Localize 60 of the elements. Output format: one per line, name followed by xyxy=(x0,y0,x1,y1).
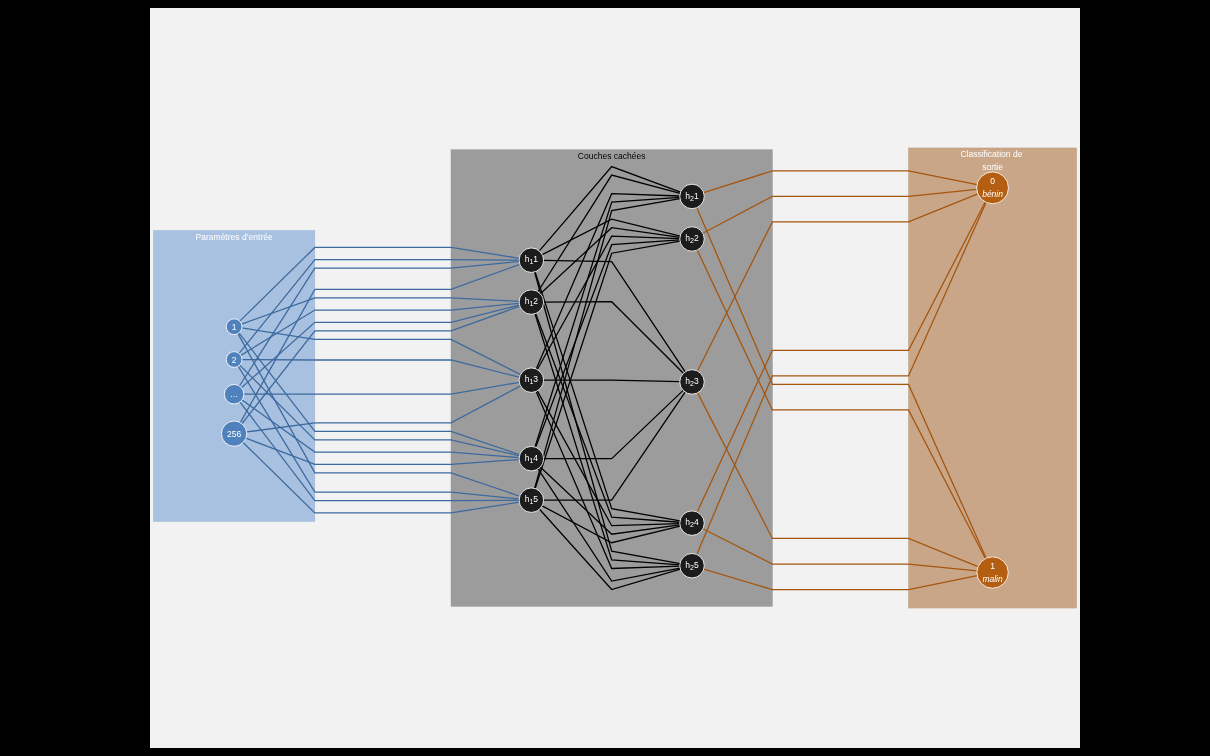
connector xyxy=(238,259,520,354)
connector xyxy=(538,165,682,252)
node-circle: 1 xyxy=(225,318,243,336)
connector xyxy=(539,227,681,295)
connector xyxy=(542,259,686,373)
node-circle: h$_{2}$4 xyxy=(679,510,705,536)
connector xyxy=(237,365,520,500)
connector xyxy=(702,528,978,572)
connector xyxy=(240,302,520,357)
connector xyxy=(241,305,521,425)
node-circle: h$_{2}$5 xyxy=(679,553,705,579)
connector xyxy=(536,390,681,527)
connector xyxy=(239,246,520,322)
connector xyxy=(535,193,681,370)
node-circle: h$_{1}$3 xyxy=(518,367,545,393)
connector xyxy=(241,399,520,459)
node-circle: h$_{1}$2 xyxy=(518,289,545,315)
node-circle: 1 malin xyxy=(976,556,1009,589)
connector xyxy=(240,304,521,389)
connector xyxy=(535,390,681,570)
connector xyxy=(696,392,979,568)
connector xyxy=(541,505,681,544)
connector xyxy=(242,441,520,514)
connector xyxy=(535,312,681,523)
node-circle: h$_{1}$4 xyxy=(518,446,545,472)
connector xyxy=(536,235,681,371)
connector xyxy=(537,174,681,293)
connector xyxy=(239,364,521,457)
connector xyxy=(241,327,522,376)
connector xyxy=(696,193,979,372)
node-circle: … xyxy=(223,384,245,405)
connector xyxy=(541,218,681,256)
connector xyxy=(240,297,520,325)
connector xyxy=(245,437,520,465)
connector xyxy=(241,358,521,378)
node-circle: h$_{1}$5 xyxy=(518,487,545,513)
connector xyxy=(238,260,520,387)
connector xyxy=(538,508,681,591)
connector xyxy=(246,385,522,433)
node-circle: h$_{2}$1 xyxy=(679,183,705,210)
node-circle: h$_{2}$3 xyxy=(679,369,705,395)
connector xyxy=(703,568,978,591)
connector xyxy=(238,332,521,456)
connector xyxy=(542,301,684,374)
connector xyxy=(702,188,978,234)
connector xyxy=(537,468,681,582)
connector xyxy=(542,379,681,383)
node-circle: 2 xyxy=(225,351,243,368)
connector xyxy=(535,239,681,448)
node-circle: 0 bénin xyxy=(976,171,1009,205)
node-circle: h$_{1}$1 xyxy=(518,247,545,273)
node-circle: 256 xyxy=(221,420,248,447)
connector xyxy=(703,170,978,194)
connector xyxy=(237,333,521,497)
connector xyxy=(539,466,681,535)
connector xyxy=(239,401,520,502)
node-circle: h$_{2}$2 xyxy=(679,226,705,252)
connector xyxy=(542,391,686,501)
connector xyxy=(243,381,520,395)
connector xyxy=(239,263,521,424)
